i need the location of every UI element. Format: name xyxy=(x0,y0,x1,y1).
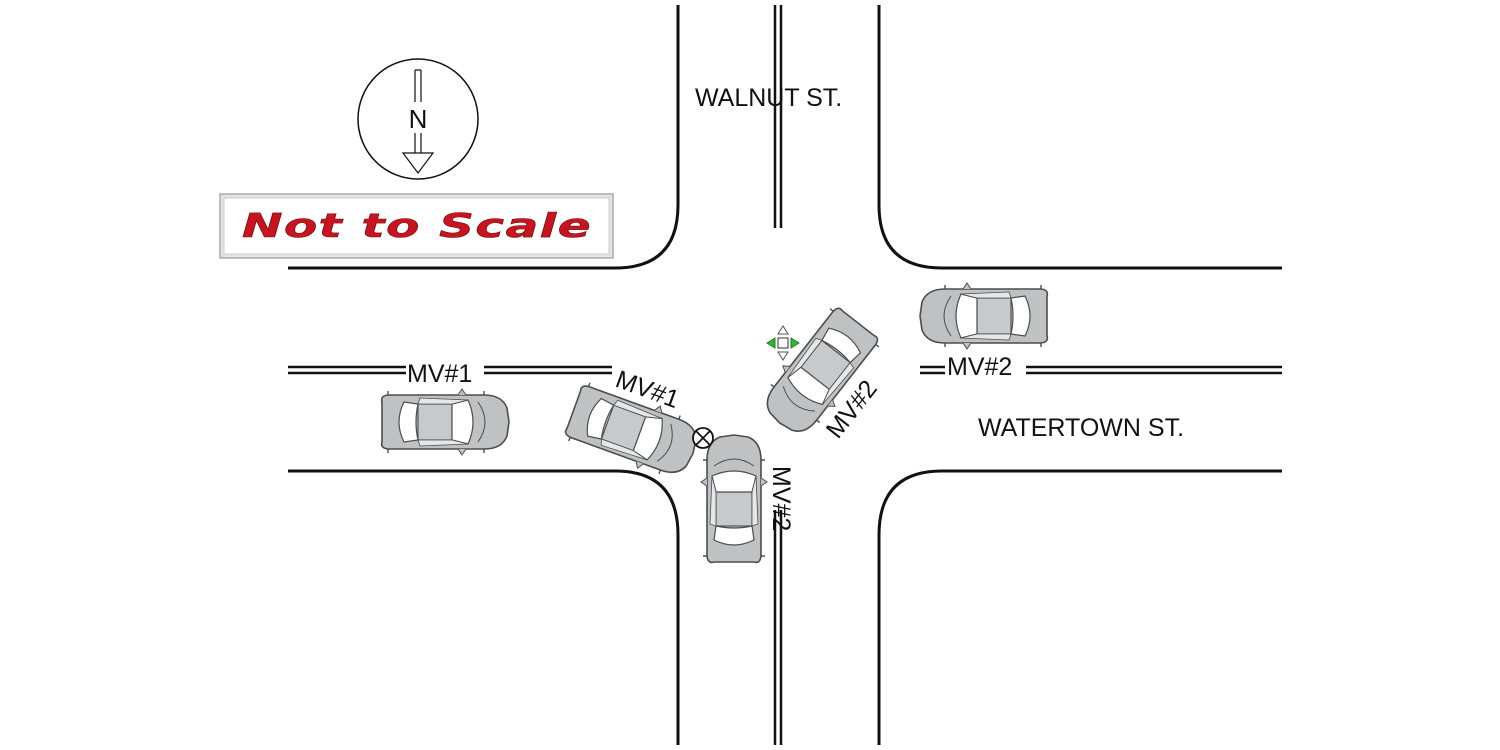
mv2-impact-car xyxy=(700,434,768,564)
not-to-scale-banner: Not to Scale xyxy=(219,193,614,259)
center-lines xyxy=(288,5,1282,745)
mv1-initial-label: MV#1 xyxy=(407,360,472,388)
north-arrow-circle xyxy=(357,58,479,180)
mv1-initial-car xyxy=(380,388,510,456)
north-arrow-head-icon xyxy=(401,152,435,174)
north-arrow: N xyxy=(357,58,479,180)
walnut-east-curb-south xyxy=(877,469,1282,745)
north-letter: N xyxy=(409,104,428,134)
move-handle-icon[interactable] xyxy=(766,325,800,361)
walnut-street-label: WALNUT ST. xyxy=(695,84,842,112)
mv2-initial-car xyxy=(919,282,1049,350)
mv2-initial-label: MV#2 xyxy=(947,353,1012,381)
mv2-impact-label: MV#2 xyxy=(767,466,795,531)
watertown-street-label: WATERTOWN ST. xyxy=(978,414,1184,442)
walnut-west-curb-north xyxy=(288,5,680,270)
walnut-east-curb-north xyxy=(877,5,1282,270)
mv2-turning-car xyxy=(753,301,886,445)
walnut-west-curb-south xyxy=(288,469,680,745)
point-of-impact-icon xyxy=(692,427,714,449)
road-edges xyxy=(288,5,1282,745)
not-to-scale-text: Not to Scale xyxy=(242,206,592,245)
